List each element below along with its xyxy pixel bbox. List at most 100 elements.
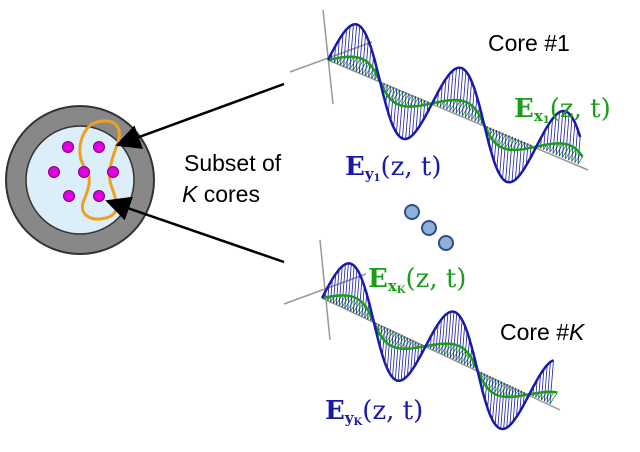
blue-hatch-line bbox=[355, 26, 361, 72]
core-dot bbox=[62, 141, 74, 153]
blue-hatch-line bbox=[503, 384, 508, 429]
blue-hatch-line bbox=[461, 71, 467, 116]
blue-hatch-line bbox=[509, 386, 514, 426]
blue-hatch-line bbox=[543, 364, 548, 402]
green-hatch-line bbox=[471, 111, 478, 121]
blue-hatch-line bbox=[468, 81, 473, 119]
blue-hatch-line bbox=[461, 325, 466, 363]
blue-field-hatching bbox=[324, 263, 554, 429]
blue-hatch-line bbox=[558, 110, 564, 157]
blue-hatch-line bbox=[346, 26, 351, 68]
blue-hatch-line bbox=[518, 140, 523, 177]
blue-hatch-line bbox=[435, 323, 439, 352]
blue-hatch-line bbox=[446, 73, 450, 110]
blue-hatch-line bbox=[355, 273, 360, 314]
blue-hatch-line bbox=[413, 341, 417, 368]
green-hatch-line bbox=[493, 131, 501, 142]
blue-hatch-line bbox=[335, 269, 340, 305]
blue-hatch-line bbox=[519, 390, 522, 412]
blue-hatch-line bbox=[386, 329, 391, 369]
blue-hatch-line bbox=[422, 100, 426, 120]
blue-hatch-line bbox=[358, 29, 364, 74]
blue-hatch-line bbox=[341, 264, 346, 308]
propagation-axis bbox=[327, 59, 589, 171]
blue-hatch-line bbox=[522, 141, 526, 172]
blue-field-curve bbox=[326, 23, 582, 184]
blue-hatch-line bbox=[565, 113, 570, 159]
blue-hatch-line bbox=[358, 279, 363, 316]
green-hatch-line bbox=[574, 153, 581, 163]
blue-hatch-line bbox=[508, 136, 513, 183]
green-hatch-line bbox=[446, 99, 454, 110]
core-dot bbox=[63, 190, 75, 202]
field-ex1-label: Ex1(z, t) bbox=[514, 94, 611, 126]
core-1-label: Core #1 bbox=[488, 30, 570, 56]
core-1-wave-illustration bbox=[289, 9, 589, 184]
blue-hatch-line bbox=[497, 381, 502, 428]
subset-label-line-1: Subset of bbox=[184, 150, 282, 176]
core-dot bbox=[107, 166, 119, 178]
green-hatch-line bbox=[438, 343, 445, 353]
blue-hatch-line bbox=[465, 75, 470, 118]
blue-hatch-line bbox=[390, 87, 395, 121]
propagation-axis bbox=[321, 297, 561, 411]
ellipsis-dot bbox=[438, 235, 454, 251]
blue-hatch-line bbox=[500, 382, 505, 429]
blue-field-curve bbox=[320, 262, 554, 431]
blue-hatch-line bbox=[541, 369, 545, 401]
green-hatch-line bbox=[491, 129, 498, 139]
blue-hatch-line bbox=[361, 33, 366, 75]
blue-hatch-line bbox=[574, 129, 578, 163]
core-dot bbox=[48, 166, 60, 178]
blue-hatch-line bbox=[499, 132, 504, 175]
blue-hatch-line bbox=[505, 135, 510, 182]
green-hatch-line bbox=[365, 66, 372, 76]
blue-hatch-line bbox=[338, 266, 343, 306]
blue-hatch-line bbox=[449, 311, 455, 358]
blue-hatch-line bbox=[333, 273, 337, 304]
blue-hatch-line bbox=[405, 93, 410, 140]
blue-hatch-line bbox=[394, 333, 400, 380]
green-field-curve bbox=[321, 294, 558, 399]
blue-hatch-line bbox=[419, 98, 423, 127]
blue-hatch-line bbox=[344, 263, 349, 309]
blue-hatch-line bbox=[349, 24, 354, 70]
blue-hatch-line bbox=[549, 360, 554, 405]
blue-hatch-line bbox=[432, 329, 436, 350]
blue-hatch-line bbox=[516, 389, 520, 418]
core-dot bbox=[93, 141, 105, 153]
green-hatch-line bbox=[509, 387, 517, 398]
green-hatch-line bbox=[407, 340, 414, 349]
green-hatch-line bbox=[464, 355, 471, 365]
blue-hatch-line bbox=[546, 123, 550, 152]
green-hatch-line bbox=[387, 87, 394, 97]
blue-hatch-line bbox=[402, 92, 407, 139]
green-hatch-line bbox=[340, 56, 347, 66]
green-hatch-line bbox=[343, 56, 351, 67]
blue-hatch-line bbox=[543, 130, 546, 150]
blue-hatch-line bbox=[447, 311, 452, 357]
field-ey1-label: Ey1(z, t) bbox=[345, 152, 442, 184]
blue-hatch-line bbox=[396, 89, 401, 133]
blue-hatch-line bbox=[449, 70, 454, 111]
blue-hatch-line bbox=[464, 331, 468, 365]
core-k-symbol: K bbox=[569, 319, 585, 345]
blue-hatch-line bbox=[492, 378, 497, 421]
blue-hatch-line bbox=[407, 339, 411, 376]
blue-hatch-line bbox=[538, 374, 541, 399]
blue-hatch-line bbox=[350, 265, 355, 312]
green-hatch-line bbox=[549, 143, 556, 153]
blue-hatch-line bbox=[340, 33, 344, 66]
blue-hatch-line bbox=[493, 130, 498, 162]
green-hatch-line bbox=[577, 156, 583, 165]
blue-hatch-line bbox=[552, 114, 557, 154]
arrow-to-core-k bbox=[105, 196, 285, 264]
green-hatch-line bbox=[379, 326, 386, 335]
blue-hatch-line bbox=[494, 380, 500, 425]
blue-hatch-line bbox=[438, 319, 442, 353]
blue-hatch-line bbox=[525, 143, 529, 166]
green-hatch-line bbox=[361, 308, 368, 317]
blue-hatch-line bbox=[496, 131, 501, 169]
ellipsis-dots bbox=[404, 204, 454, 251]
subset-cores-word: cores bbox=[203, 181, 260, 207]
